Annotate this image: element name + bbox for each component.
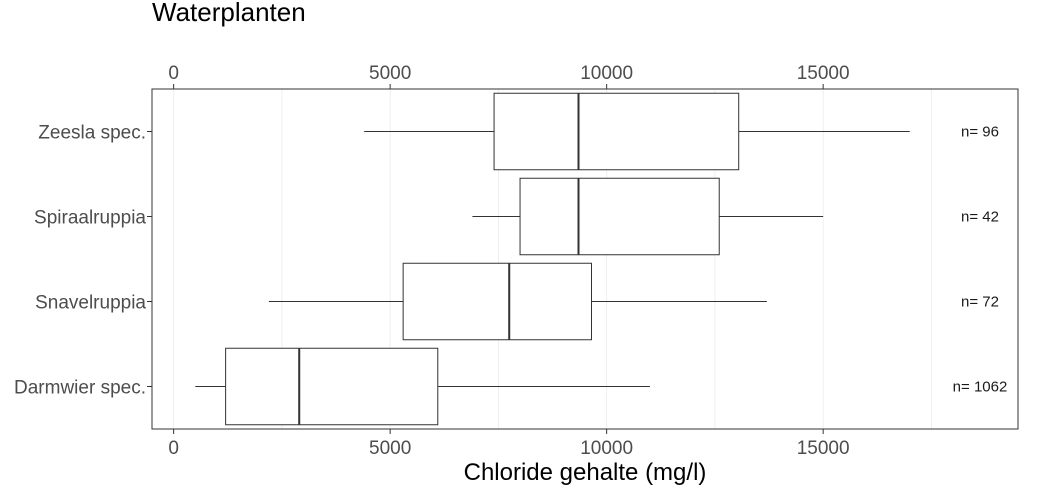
x-tick-label-bottom: 5000 [369, 438, 411, 459]
chart-title: Waterplanten [152, 0, 306, 27]
x-tick-label-top: 15000 [797, 63, 850, 84]
box-iqr [493, 92, 740, 171]
x-tick-label-top: 0 [168, 63, 179, 84]
count-label: n= 1062 [953, 379, 1008, 396]
x-tick-label-top: 10000 [580, 63, 633, 84]
x-tick-label-top: 5000 [369, 63, 411, 84]
category-label: Darmwier spec. [14, 378, 146, 399]
box-group [268, 262, 767, 341]
panel-border [151, 88, 1019, 430]
x-axis-label: Chloride gehalte (mg/l) [464, 459, 707, 486]
category-label: Zeesla spec. [38, 123, 146, 144]
box-group [364, 92, 910, 171]
box-iqr [519, 177, 720, 256]
count-label: n= 72 [961, 294, 999, 311]
x-tick-label-bottom: 15000 [797, 438, 850, 459]
count-label: n= 96 [961, 124, 999, 141]
box-iqr [225, 347, 439, 426]
x-tick-label-bottom: 10000 [580, 438, 633, 459]
x-tick-label-bottom: 0 [168, 438, 179, 459]
category-label: Snavelruppia [35, 293, 146, 314]
axis-ticks: 0 0 5000 5000 10000 10000 15000 15000 [147, 63, 850, 459]
box-iqr [402, 262, 592, 341]
count-labels: n= 96 n= 42 n= 72 n= 1062 [953, 124, 1008, 396]
category-label: Spiraalruppia [34, 208, 146, 229]
boxes-layer [195, 92, 910, 426]
count-label: n= 42 [961, 209, 999, 226]
category-labels: Zeesla spec. SpiraalruppiaSnavelruppiaDar… [14, 123, 146, 399]
box-group [472, 177, 824, 256]
box-group [195, 347, 650, 426]
